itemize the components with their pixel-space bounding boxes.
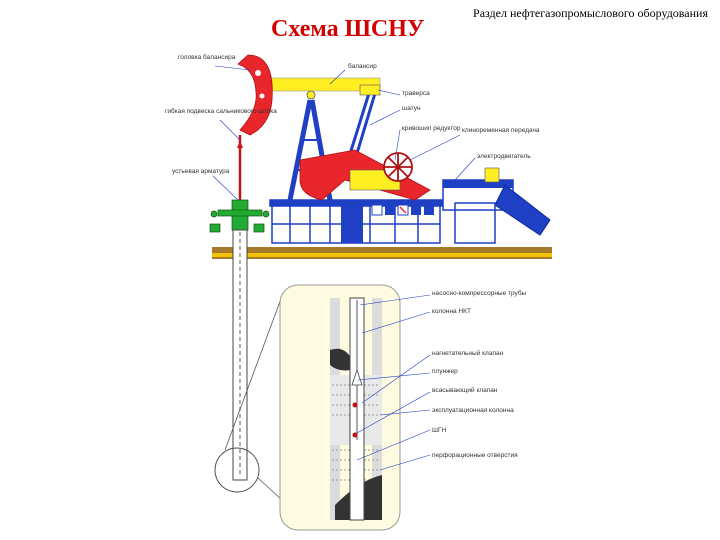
label-discharge-valve: нагнетательный клапан [432, 349, 504, 357]
wellhead [209, 199, 270, 233]
discharge-valve-ball [352, 402, 358, 408]
leader-lines [212, 65, 476, 471]
label-casing: эксплуатационная колонна [432, 407, 514, 414]
plunger [351, 368, 363, 386]
label-belt-drive: клиноременная передача [462, 127, 540, 134]
intake-valve-ball [352, 432, 358, 438]
page-title: Схема ШСНУ [271, 16, 425, 42]
label-pitman: шатун [402, 105, 421, 112]
control-cabinet [341, 205, 363, 243]
pump-zoom-circle [214, 447, 260, 493]
label-motor: электродвигатель [477, 153, 531, 160]
electric-motor [494, 184, 551, 236]
warning-signs [371, 204, 434, 216]
label-perforations: перфорационные отверстия [432, 452, 518, 459]
label-intake-valve: всасывающий клапан [432, 386, 498, 394]
horsehead [237, 54, 273, 136]
saddle-bearing [306, 90, 316, 100]
label-tubing: насосно-компрессорные трубы [432, 289, 527, 297]
label-traverse: траверса [402, 90, 430, 97]
well-bore [232, 229, 248, 481]
equalizer [359, 84, 381, 96]
ground [212, 247, 552, 259]
label-tubing-string: колонна НКТ [432, 308, 471, 315]
label-walking-beam: балансир [348, 62, 377, 70]
section-title: Раздел нефтегазопромыслового оборудовани… [473, 6, 708, 20]
label-crank-reducer: кривошип редуктор [402, 125, 461, 132]
belt-pulley [383, 152, 413, 182]
label-plunger: плунжер [432, 368, 458, 375]
label-horsehead: головка балансира [178, 53, 236, 61]
label-wellhead: устьевая арматура [172, 168, 230, 175]
label-pump: ШГН [432, 427, 446, 434]
label-bridle: гибкая подвеска сальникового штока [165, 107, 277, 115]
